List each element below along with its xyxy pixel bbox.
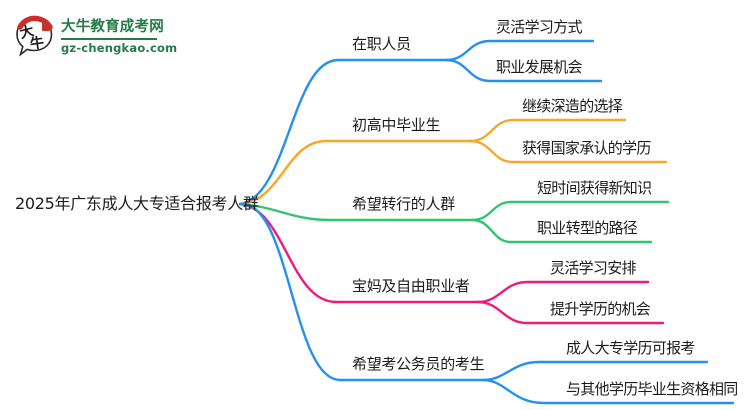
branch-line [238, 58, 448, 206]
subbranch-line [481, 360, 709, 382]
leaf-node: 短时间获得新知识 [537, 179, 652, 197]
logo-divider [61, 38, 157, 40]
site-logo[interactable]: 大 牛 大牛教育成考网 gz-chengkao.com [13, 11, 177, 59]
leaf-node: 职业转型的路径 [537, 219, 638, 237]
subbranch-line [468, 118, 627, 143]
branch-node: 初高中毕业生 [352, 116, 441, 134]
leaf-node: 灵活学习安排 [550, 259, 637, 277]
leaf-node: 职业发展机会 [496, 58, 583, 76]
branch-node: 希望转行的人群 [352, 195, 455, 213]
leaf-node: 提升学历的机会 [550, 300, 651, 318]
logo-domain: gz-chengkao.com [61, 41, 178, 55]
branch-node: 宝妈及自由职业者 [352, 277, 470, 295]
leaf-node: 继续深造的选择 [522, 97, 623, 115]
subbranch-line [470, 200, 670, 222]
branch-node: 希望考公务员的考生 [352, 355, 485, 373]
leaf-node: 与其他学历毕业生资格相同 [566, 380, 738, 398]
branch-line [238, 202, 474, 222]
leaf-node: 灵活学习方式 [496, 18, 583, 36]
svg-text:大: 大 [18, 22, 36, 42]
subbranch-line [444, 39, 595, 62]
leaf-node: 获得国家承认的学历 [522, 139, 651, 157]
subbranch-line [470, 218, 653, 244]
subbranch-line [444, 58, 603, 83]
root-topic: 2025年广东成人大专适合报考人群 [15, 194, 259, 213]
branch-line [238, 202, 485, 382]
svg-text:牛: 牛 [29, 34, 45, 53]
branch-node: 在职人员 [352, 35, 411, 53]
subbranch-line [476, 300, 665, 325]
branch-line [238, 139, 472, 206]
subbranch-line [476, 280, 650, 304]
daniu-bubble-icon: 大 牛 [16, 15, 53, 57]
subbranch-line [481, 378, 735, 405]
logo-title: 大牛教育成考网 [61, 19, 164, 35]
leaf-node: 成人大专学历可报考 [566, 339, 695, 357]
subbranch-line [468, 139, 668, 164]
